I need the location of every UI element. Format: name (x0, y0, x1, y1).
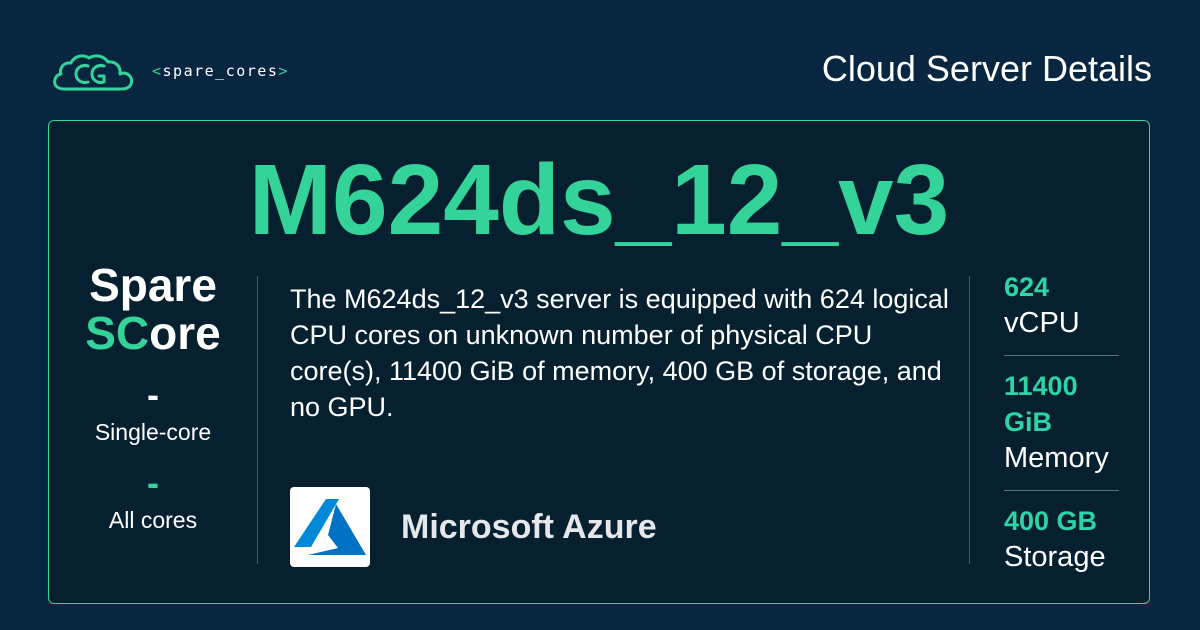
server-name: M624ds_12_v3 (248, 144, 950, 256)
spec-value: 400 GB (1004, 506, 1098, 536)
spec-value: 11400 GiB (1004, 371, 1078, 437)
single-core-score: - (147, 374, 159, 415)
divider-left (257, 276, 258, 564)
provider-name: Microsoft Azure (401, 508, 657, 546)
spec-item-storage: 400 GB Storage (1004, 490, 1119, 589)
spec-item-vcpu: 624 vCPU (1004, 269, 1119, 355)
server-card: M624ds_12_v3 Spare SCore - Single-core -… (48, 120, 1150, 604)
spec-label: vCPU (1004, 307, 1080, 339)
spare-score-panel: Spare SCore - Single-core - All cores (49, 261, 257, 533)
server-description: The M624ds_12_v3 server is equipped with… (290, 284, 949, 422)
single-core-label: Single-core (94, 419, 212, 445)
spare-cores-logo-icon (53, 54, 134, 91)
page-label: Cloud Server Details (821, 48, 1152, 89)
divider-right (969, 276, 970, 564)
spare-score-title: Spare SCore (85, 259, 221, 359)
spec-item-memory: 11400 GiB Memory (1004, 355, 1119, 490)
azure-logo-icon (290, 487, 370, 567)
all-cores-score: - (147, 462, 159, 503)
spec-label: Memory (1004, 442, 1109, 474)
brand-name: <spare_cores> (152, 62, 289, 80)
spec-label: Storage (1004, 541, 1106, 573)
spec-list: 624 vCPU 11400 GiB Memory 400 GB Storage (1004, 269, 1119, 589)
all-cores-label: All cores (108, 507, 198, 533)
spec-value: 624 (1004, 272, 1050, 302)
